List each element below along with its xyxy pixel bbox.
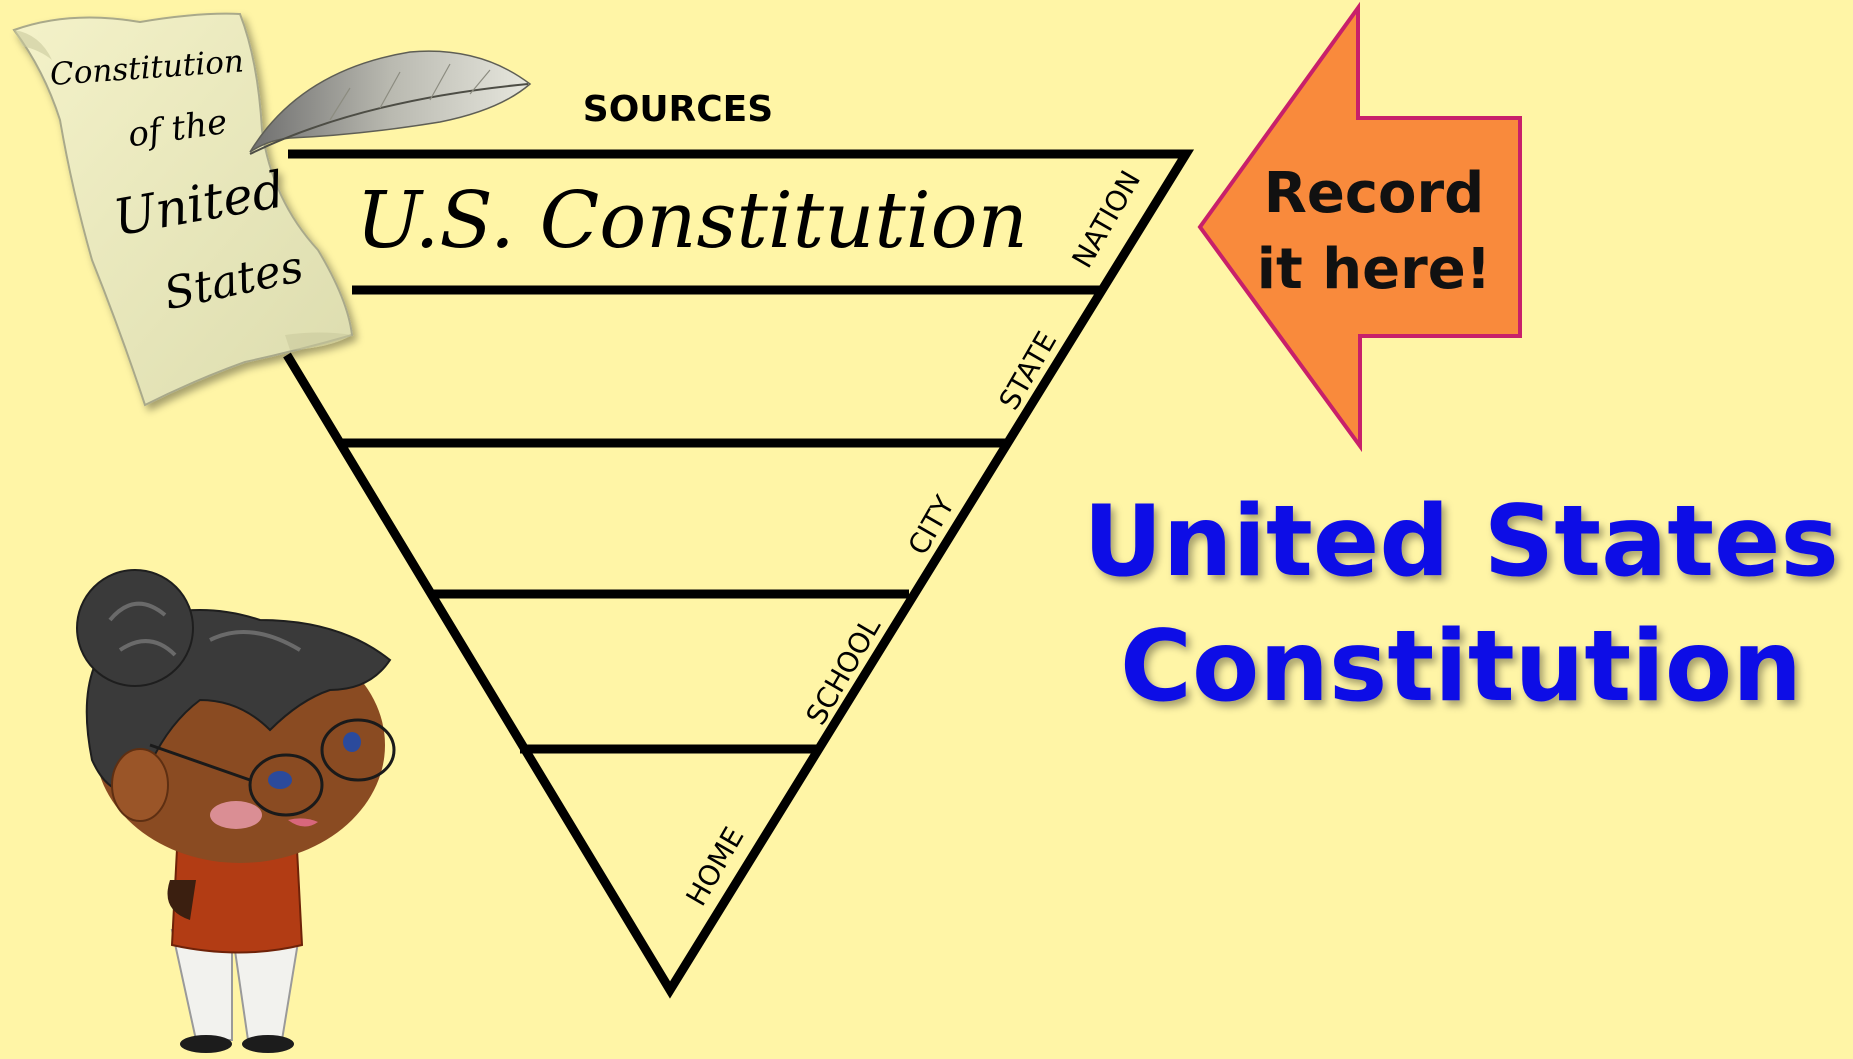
- record-it-here-callout: Record it here!: [1197, 1, 1522, 453]
- sources-heading: SOURCES: [583, 89, 773, 130]
- level-label-home: HOME: [679, 821, 750, 911]
- constitution-scroll-illustration: Constitution of the United States: [12, 12, 354, 407]
- top-entry-text: U.S. Constitution: [356, 176, 1028, 266]
- triangle-outline: [283, 149, 1195, 999]
- sources-triangle: [283, 149, 1195, 999]
- level-label-nation: NATION: [1065, 165, 1147, 274]
- callout-arrow-shape: [1197, 1, 1522, 453]
- quill-icon: [249, 50, 532, 155]
- title-line-2: Constitution: [1120, 610, 1802, 724]
- slide-title: United States Constitution: [1083, 485, 1839, 724]
- title-line-1: United States: [1083, 485, 1839, 599]
- grandmother-character-illustration: [76, 569, 396, 1053]
- hair-bun: [76, 569, 194, 687]
- callout-line-1: Record: [1264, 161, 1484, 226]
- callout-line-2: it here!: [1257, 237, 1491, 302]
